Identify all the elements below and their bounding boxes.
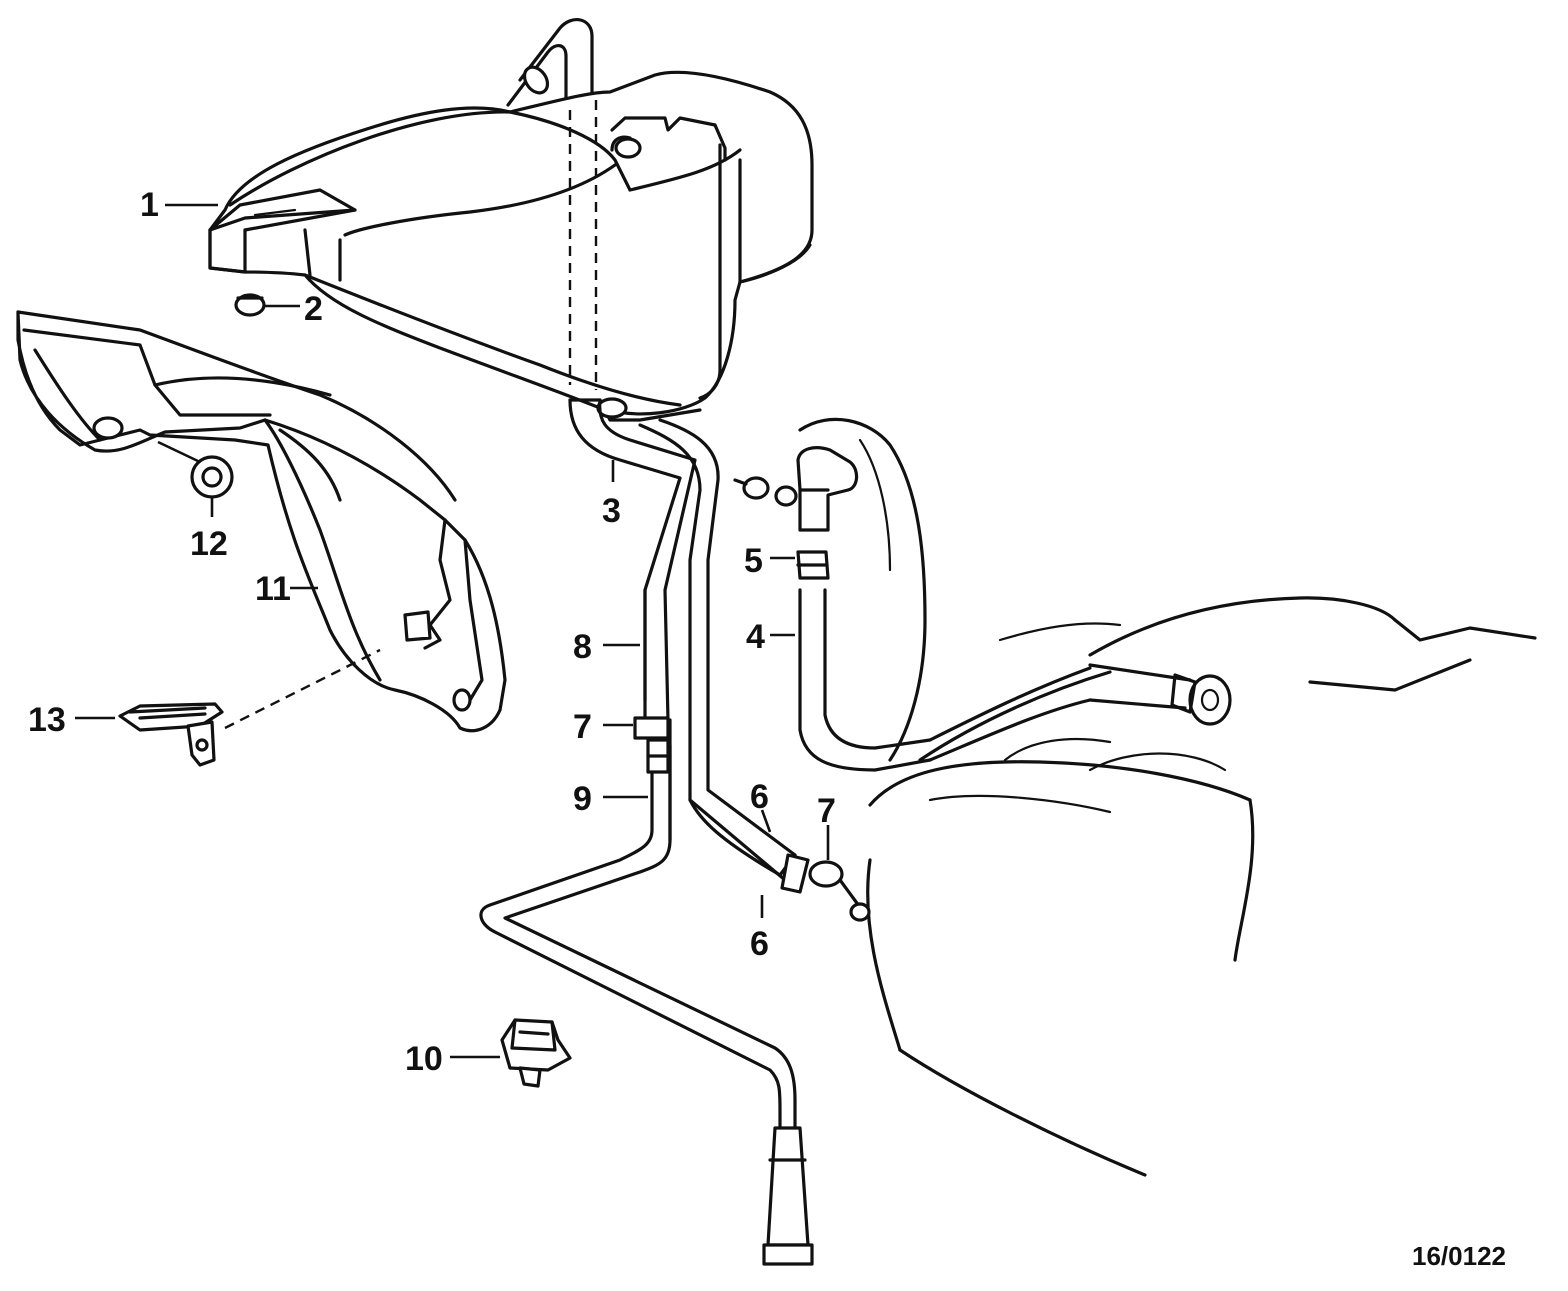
wheel-arch-liner [16,310,507,733]
nut-part-12 [190,455,234,499]
callout-3: 3 [602,492,621,530]
callout-5: 5 [744,542,763,580]
callout-11: 11 [255,570,291,608]
clip-part-13 [118,702,224,767]
callout-10: 10 [405,1040,443,1078]
vehicle-body-outline [798,417,1537,1177]
callout-1: 1 [140,186,159,224]
callout-4: 4 [746,618,765,656]
hose-assembly [479,398,1092,1266]
grommet-part-2 [234,293,266,317]
leader-lines [75,203,830,1059]
drawing-number: 16/0122 [1412,1241,1506,1271]
callout-6-upper: 6 [750,778,769,816]
washer-fluid-reservoir [208,18,814,422]
callout-2: 2 [304,290,323,328]
callout-8: 8 [573,628,592,666]
callout-13: 13 [28,701,66,739]
callout-7-right: 7 [817,792,836,830]
callout-12: 12 [190,525,228,563]
clip-part-10 [500,1018,572,1088]
callout-9: 9 [573,780,592,818]
callout-labels: 1 2 3 4 5 6 6 7 7 8 9 10 11 12 13 [28,186,836,1078]
callout-6-lower: 6 [750,925,769,963]
callout-7-left: 7 [573,708,592,746]
